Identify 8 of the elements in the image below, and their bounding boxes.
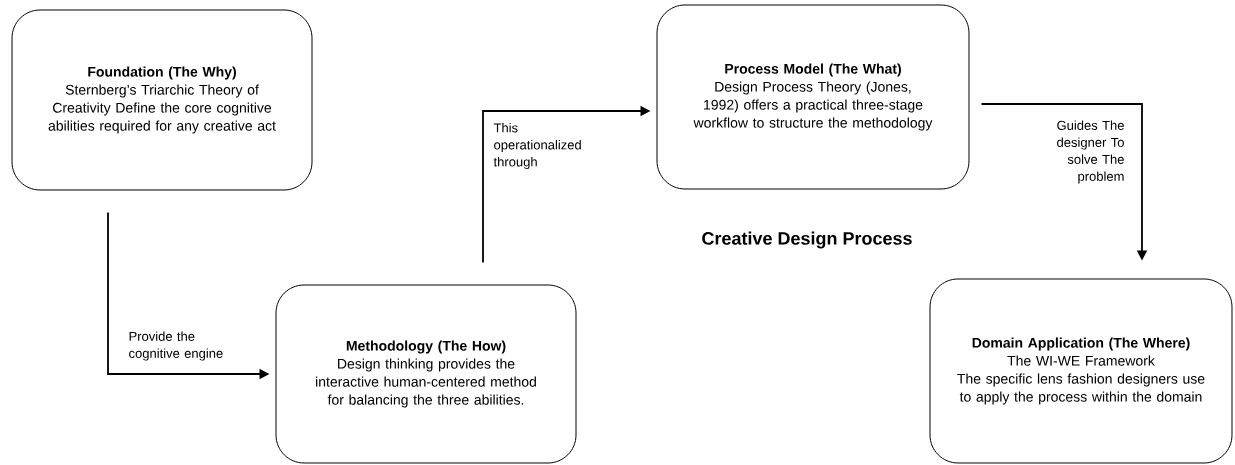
process-box: Process Model (The What) Design Process Theory (Jones, 1992) offers a practical three-stage workflow to structure the methodology — [656, 4, 970, 190]
edge-label: This operationalized through — [493, 122, 581, 170]
edge-label: Guides The designer To solve The problem — [1057, 120, 1124, 184]
edge-label: Provide the cognitive engine — [129, 331, 223, 361]
process-box: Foundation (The Why) Sternberg’s Triarchic Theory of Creativity Define the core cognitive abilities required for any creative act — [11, 9, 313, 191]
diagram-title: Creative Design Process — [702, 231, 912, 249]
process-box: Domain Application (The Where) The WI-WE Framework The specific lens fashion designers use to apply the process within the domain — [929, 278, 1233, 464]
process-box: Methodology (The How) Design thinking provides the interactive human-centered method for balancing the three abilities. — [275, 284, 577, 464]
